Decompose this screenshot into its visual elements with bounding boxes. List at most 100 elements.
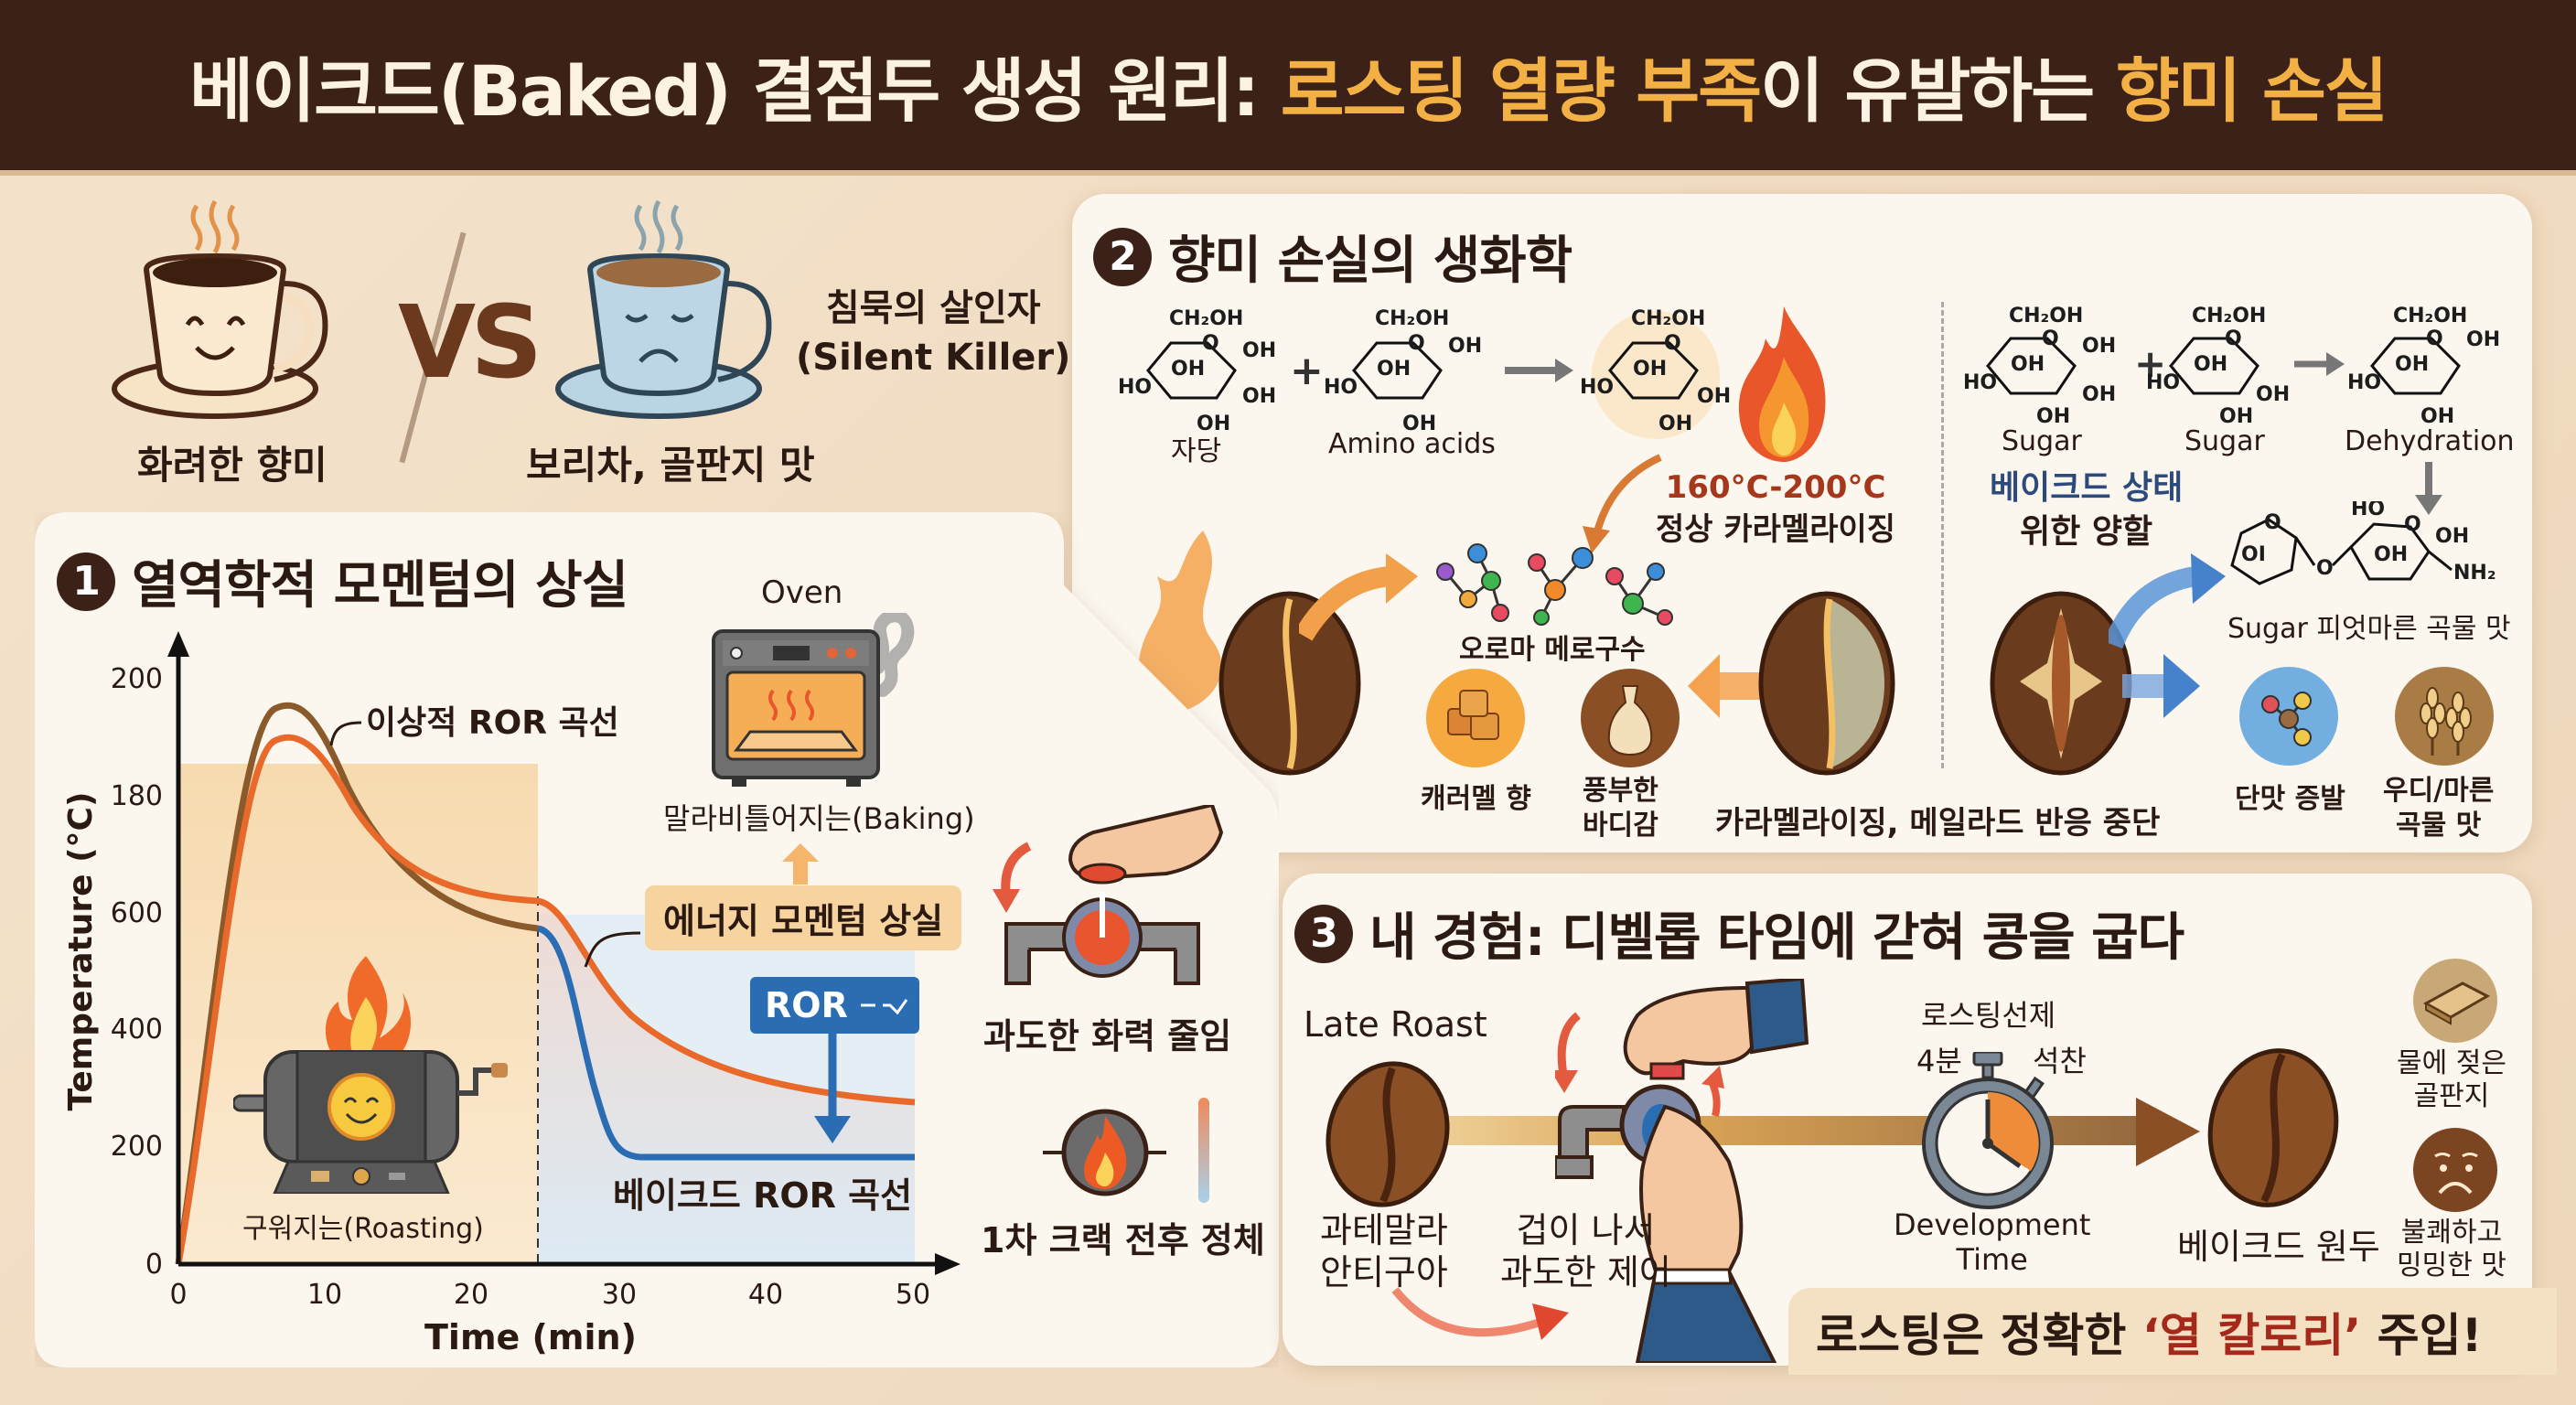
rich-body-label: 풍부한 바디감 [1583, 774, 1658, 843]
conclusion-highlight: ‘열 칼로리’ [2141, 1308, 2362, 1362]
x-tick: 10 [307, 1279, 342, 1311]
silent-killer-ko: 침묵의 살인자 [825, 287, 1041, 329]
sweetness-loss-label: 단맛 증발 [2235, 783, 2345, 815]
svg-text:CH₂OH: CH₂OH [2009, 305, 2083, 327]
section-1-title-text: 열역학적 모멘텀의 상실 [132, 556, 628, 616]
svg-text:O: O [2042, 327, 2059, 350]
svg-text:OH: OH [1633, 358, 1667, 381]
reaction-stopped-label: 카라멜라이징, 메일라드 반응 중단 [1715, 805, 2161, 842]
ror-orange-curve [175, 734, 916, 1265]
x-tick: 50 [896, 1279, 930, 1311]
energy-loss-box: 에너지 모멘텀 상실 [645, 885, 962, 950]
section-2-title: 2 향미 손실의 생화학 [1093, 220, 1572, 294]
sucrose-label: 자당 [1171, 435, 1222, 467]
svg-text:OH: OH [1448, 335, 1482, 358]
unhappy-face-icon [2413, 1128, 2497, 1212]
oven-label: Oven [761, 574, 843, 611]
dehydration-arrow-icon [2294, 352, 2345, 376]
svg-text:OH: OH [1197, 413, 1230, 435]
x-tick: 40 [748, 1279, 783, 1311]
green-coffee-bean-icon [1326, 1061, 1450, 1207]
up-arrow-icon [782, 843, 819, 885]
hand-turning-valve-icon [993, 805, 1224, 985]
ror-box: ROR [750, 977, 919, 1034]
cardboard-line-2: 골판지 [2413, 1080, 2490, 1112]
fear-line-1: 겁이 나서 [1516, 1210, 1656, 1250]
development-time-label: Development Time [1894, 1207, 2090, 1277]
blue-arrow-right-icon [2122, 654, 2200, 718]
svg-text:O: O [2264, 511, 2281, 534]
svg-text:HO: HO [1324, 376, 1358, 399]
y-tick: 200 [111, 1131, 163, 1163]
conclusion-text: 로스팅은 정확한 ‘열 칼로리’ 주입! [1816, 1299, 2482, 1365]
svg-text:OH: OH [2466, 328, 2500, 351]
unpleasant-taste-label: 불쾌하고 밍밍한 맛 [2397, 1217, 2506, 1282]
good-flavor-label: 화려한 향미 [137, 443, 327, 488]
x-tick: 0 [169, 1279, 187, 1311]
unpleasant-line-2: 밍밍한 맛 [2397, 1249, 2506, 1282]
svg-text:CH₂OH: CH₂OH [2192, 305, 2266, 327]
svg-text:OH: OH [2194, 353, 2227, 376]
baked-state-label: 베이크드 상태 [1990, 469, 2184, 507]
svg-text:OH: OH [2036, 405, 2070, 428]
timeline-arrowhead-icon [2136, 1098, 2200, 1166]
y-tick: 180 [111, 780, 163, 812]
svg-text:OH: OH [1697, 385, 1731, 408]
flame-icon [1738, 306, 1826, 462]
unpleasant-line-1: 불쾌하고 [2400, 1217, 2503, 1249]
svg-text:O: O [2404, 513, 2421, 536]
baking-label: 말라비틀어지는(Baking) [663, 801, 975, 836]
silent-killer-en: (Silent Killer) [796, 337, 1071, 379]
sugar-label-1: Sugar [2002, 425, 2082, 457]
y-tick: 600 [111, 897, 163, 929]
grain-taste-label: Sugar 피엇마른 곡물 맛 [2227, 613, 2511, 645]
baked-state-sublabel: 위한 양할 [2020, 513, 2153, 551]
section-3-title: 3 내 경험: 디벨롭 타임에 갇혀 콩을 굽다 [1294, 896, 2184, 971]
curved-arrow-icon [1583, 454, 1662, 553]
blue-arrow-up-icon [2109, 553, 2226, 649]
svg-text:CH₂OH: CH₂OH [1631, 307, 1705, 330]
svg-text:CH₂OH: CH₂OH [2393, 305, 2467, 327]
ror-trend-icon [860, 999, 908, 1015]
roasted-coffee-bean-icon [1218, 591, 1361, 776]
x-tick: 30 [602, 1279, 637, 1311]
energy-loss-label: 에너지 모멘텀 상실 [663, 901, 944, 941]
roaster-drum-icon [233, 956, 508, 1194]
conclusion-post: 주입! [2361, 1308, 2483, 1362]
section-2-divider [1941, 302, 1944, 768]
dehydration-label: Dehydration [2345, 425, 2515, 457]
y-tick: 200 [111, 663, 163, 695]
svg-text:HO: HO [1580, 376, 1614, 399]
rich-body-line-1: 풍부한 [1583, 775, 1658, 807]
wheat-grain-icon [2395, 667, 2494, 766]
normal-caramelizing-label: 정상 카라멜라이징 [1656, 511, 1896, 548]
dev-time-line-1: Development [1894, 1207, 2091, 1242]
svg-text:O: O [2316, 557, 2334, 580]
baked-bean-label: 베이크드 원두 [2177, 1227, 2380, 1267]
title-part-1: 베이크드(Baked) 결점두 생성 원리: [189, 50, 1281, 132]
svg-text:OH: OH [1171, 358, 1205, 381]
section-3-title-text: 내 경험: 디벨롭 타임에 갇혀 콩을 굽다 [1369, 908, 2184, 968]
bad-flavor-label: 보리차, 골판지 맛 [526, 443, 815, 488]
svg-text:CH₂OH: CH₂OH [1169, 307, 1243, 330]
svg-text:OH: OH [1658, 413, 1692, 435]
conclusion-pre: 로스팅은 정확한 [1816, 1308, 2142, 1362]
half-baked-bean-icon [1758, 591, 1895, 776]
ideal-curve-label: 이상적 ROR 곡선 [366, 704, 619, 742]
vs-label: VS [398, 284, 542, 401]
section-2-badge: 2 [1093, 227, 1152, 286]
svg-text:O: O [2225, 327, 2242, 350]
svg-text:OH: OH [1377, 358, 1411, 381]
timer-left-label: 4분 [1916, 1044, 1962, 1078]
baked-ror-curve [536, 925, 915, 1161]
sad-coffee-cup-icon [555, 199, 772, 419]
svg-text:O: O [1202, 332, 1219, 355]
cup-comparison: 화려한 향미 VS 침묵의 살인자 (Silent Killer) 보리차, 골… [0, 183, 1070, 512]
svg-text:O: O [1664, 332, 1681, 355]
